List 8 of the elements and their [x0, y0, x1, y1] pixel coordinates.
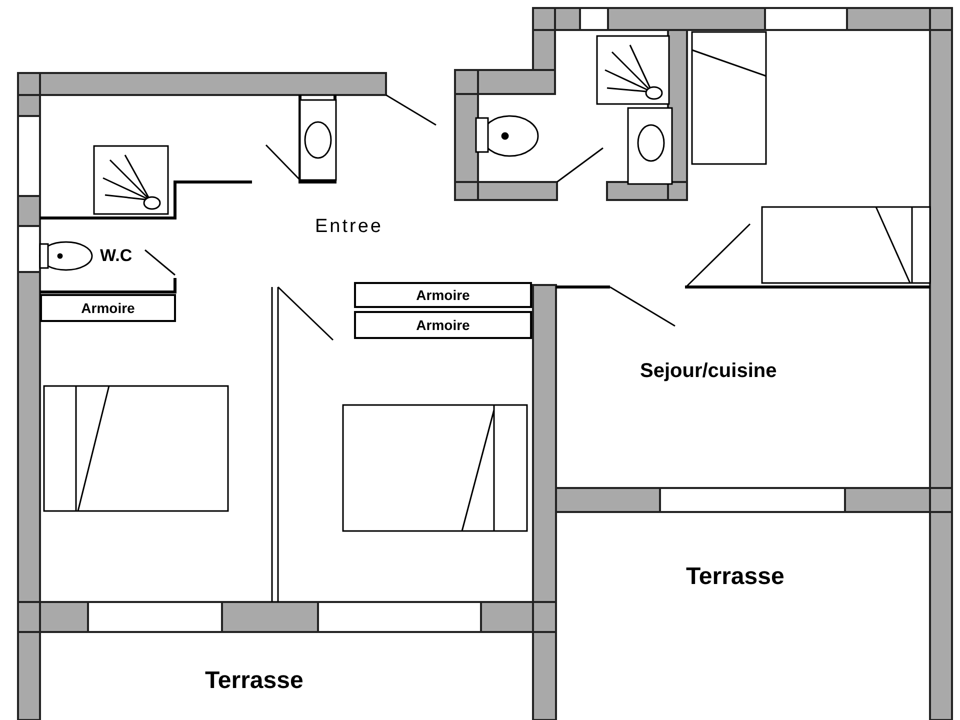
room-label: Terrasse	[205, 667, 304, 695]
room-label: W.C	[100, 246, 132, 266]
room-label: Entree	[315, 216, 383, 238]
wardrobe: Armoire	[354, 282, 532, 308]
room-label: Sejour/cuisine	[640, 360, 777, 383]
room-label: Terrasse	[686, 563, 784, 591]
wardrobe: Armoire	[40, 294, 176, 322]
wardrobe: Armoire	[354, 311, 532, 339]
